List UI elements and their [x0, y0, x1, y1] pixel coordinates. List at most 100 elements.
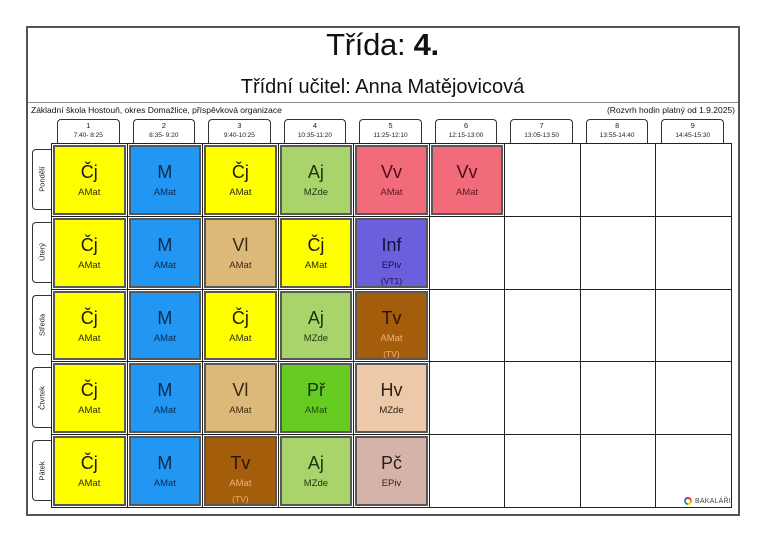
period-number: 5 — [388, 121, 393, 130]
subject-abbr: Tv — [230, 453, 251, 474]
school-name: Základní škola Hostouň, okres Domažlice,… — [31, 105, 282, 115]
period-number: 8 — [615, 121, 620, 130]
empty-cell — [505, 435, 581, 508]
period-header-5: 5 11:25-12:10 — [359, 119, 422, 143]
subject-abbr: Čj — [80, 234, 98, 255]
period-number: 7 — [539, 121, 544, 130]
day-name: Pátek — [37, 460, 47, 481]
empty-cell — [580, 144, 657, 217]
title-label: Třída: — [326, 27, 406, 62]
teacher-abbr: AMat — [153, 478, 176, 490]
subject-abbr: Inf — [381, 234, 402, 255]
day-name: Středa — [37, 313, 47, 337]
subject-abbr: Čj — [80, 380, 98, 401]
period-time: 13:05-13:50 — [524, 132, 559, 139]
empty-cell — [656, 216, 732, 290]
subject-abbr: M — [157, 162, 173, 182]
empty-cell — [505, 216, 581, 290]
teacher-abbr: AMat — [153, 187, 176, 198]
subject-abbr: Př — [306, 380, 325, 401]
subject-abbr: Čj — [80, 162, 98, 182]
teacher-abbr: AMat — [229, 332, 252, 344]
period-time: 10:35-11:20 — [297, 132, 333, 139]
empty-cell — [505, 362, 581, 436]
page-title: Třída: 4. — [0, 27, 765, 63]
empty-cell — [580, 216, 657, 290]
day-label-1: Úterý — [32, 221, 51, 283]
teacher-abbr: EPiv — [381, 259, 402, 271]
period-header-2: 2 8:35- 9:20 — [132, 119, 196, 143]
timetable-frame — [26, 26, 740, 516]
subject-abbr: Vv — [456, 162, 478, 182]
period-number: 6 — [463, 121, 469, 130]
empty-cell — [656, 362, 732, 436]
teacher-abbr: AMat — [229, 187, 252, 198]
empty-cell — [429, 362, 506, 436]
subject-abbr: Čj — [80, 307, 98, 328]
logo-label: BAKALÁŘI — [695, 497, 731, 505]
subject-abbr: M — [157, 234, 173, 255]
period-number: 2 — [161, 121, 166, 130]
period-time: 9:40-10:25 — [223, 132, 255, 139]
period-number: 3 — [237, 121, 242, 130]
subject-abbr: Aj — [307, 453, 324, 474]
teacher-abbr: AMat — [304, 405, 328, 417]
period-time: 8:35- 9:20 — [149, 132, 179, 139]
empty-cell — [429, 216, 506, 290]
teacher-abbr: AMat — [229, 478, 252, 490]
bakalari-logo: BAKALÁŘI — [684, 496, 731, 506]
teacher-abbr: MZde — [303, 478, 329, 490]
teacher-abbr: AMat — [229, 259, 252, 271]
period-time: 11:25-12:10 — [373, 132, 408, 139]
lesson-M[interactable]: M AMat — [128, 145, 202, 215]
empty-cell — [580, 289, 657, 363]
teacher-abbr: AMat — [78, 332, 101, 344]
teacher-abbr: AMat — [78, 259, 101, 271]
subject-abbr: Aj — [307, 162, 324, 182]
day-name: Pondělí — [37, 166, 47, 193]
